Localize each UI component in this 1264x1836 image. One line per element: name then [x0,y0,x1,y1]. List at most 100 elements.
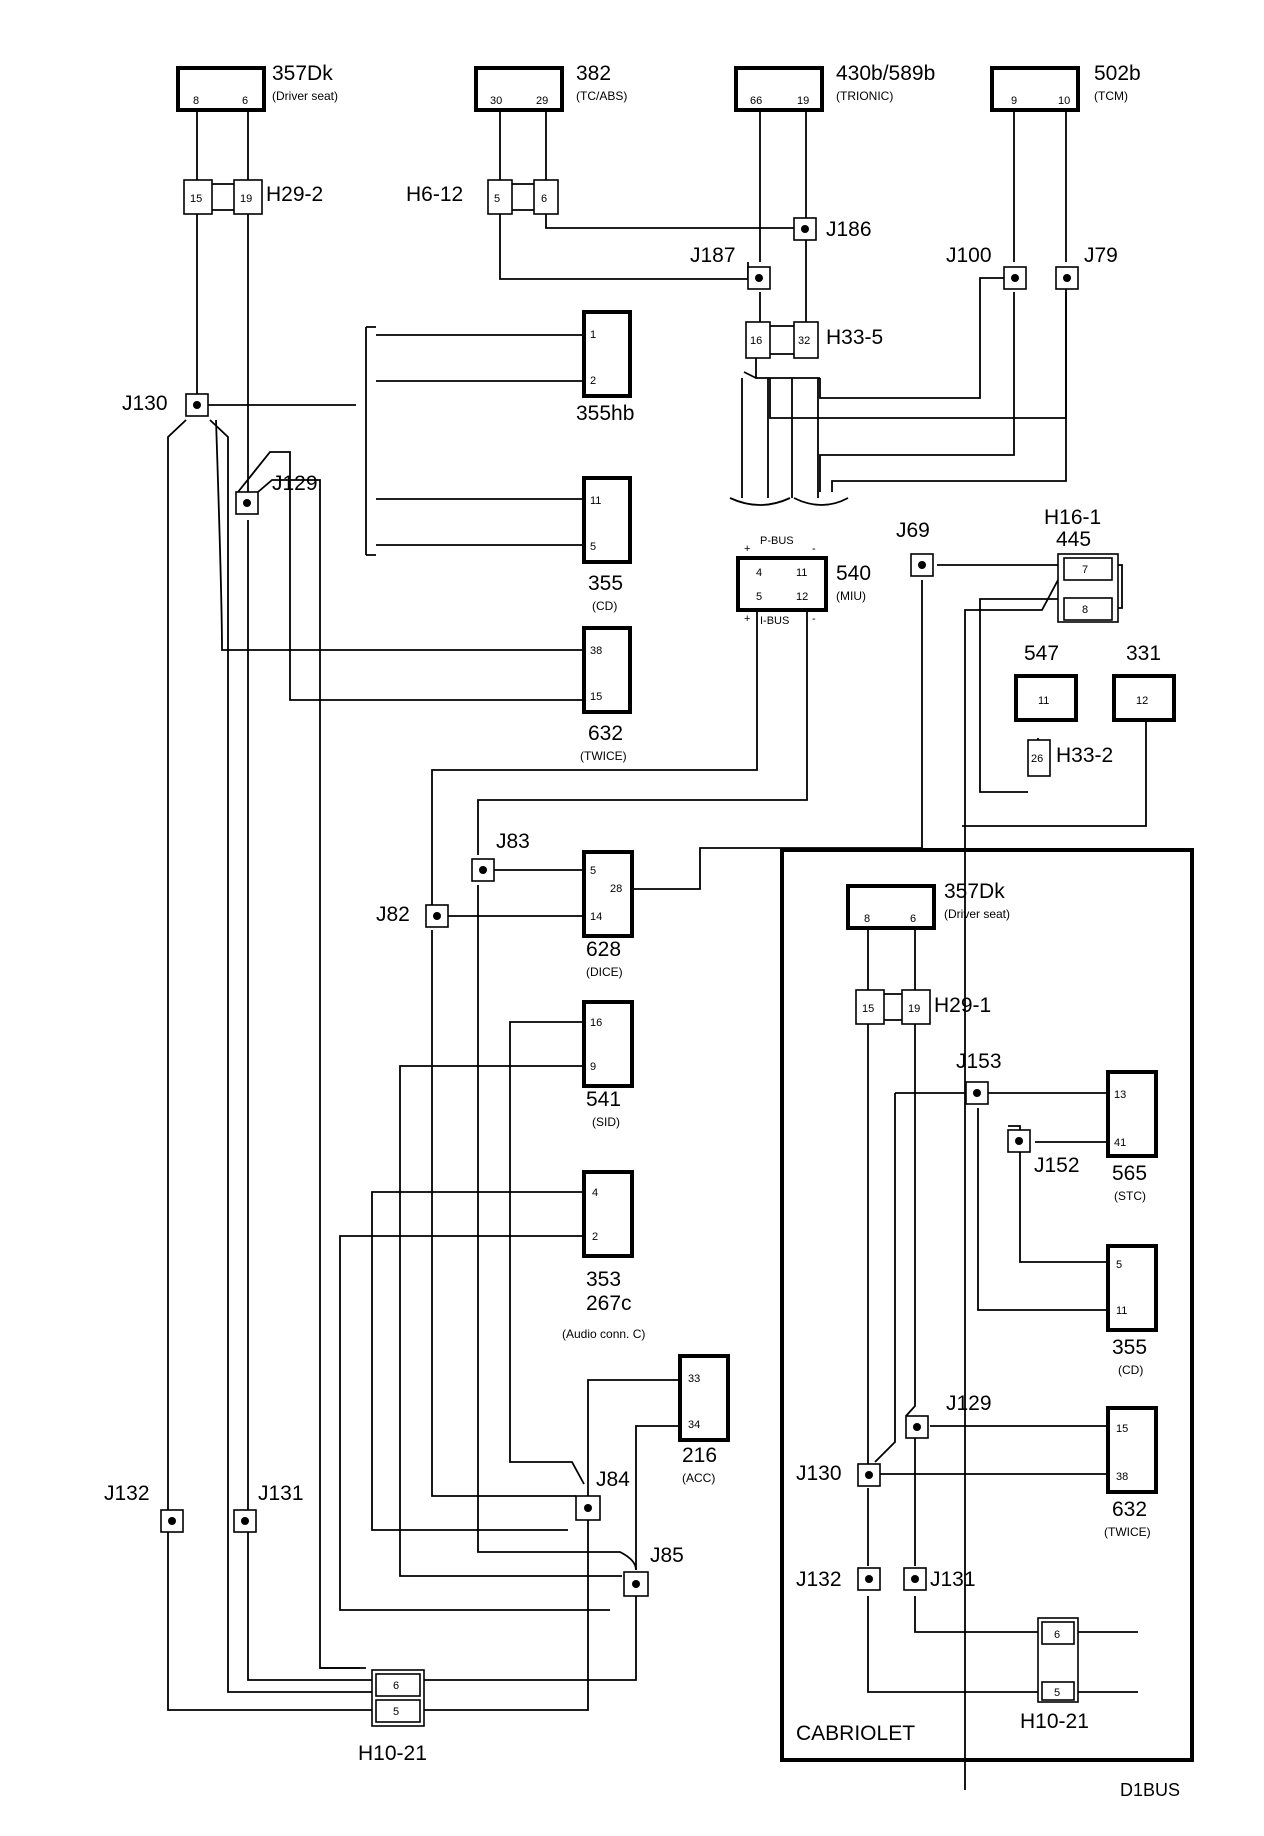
component-desc: (TWICE) [580,749,627,763]
pin-label: 29 [536,95,548,107]
junction-label: J187 [690,244,736,267]
connector-h29-1: 15 19 H29-1 [855,989,991,1025]
junction-label: J130 [122,392,168,415]
pin-label: 5 [590,865,596,877]
connector-h29-2: 15 19 H29-2 [183,179,323,215]
junction-j132: J132 [104,1482,184,1533]
junction-j82: J82 [376,903,449,928]
junction-j187: J187 [690,244,771,290]
pin-label: 12 [1136,695,1148,707]
component-540-miu: 4 11 5 12 P-BUS I-BUS + - + - 540 (MIU) [736,535,871,627]
pin-label: 16 [590,1017,602,1029]
component-355hb: 1 2 355hb [576,310,634,425]
pin-label: 11 [590,495,601,507]
bus-label: I-BUS [760,615,789,627]
pin-label: 5 [1116,1259,1122,1271]
pin-label: 5 [494,193,500,205]
junction-j153-cabriolet: J153 [956,1050,1002,1105]
connector-id: H6-12 [406,183,463,206]
component-331: 12 331 [1112,642,1176,722]
pin-label: 11 [1038,695,1049,707]
component-355-cd: 11 5 355 (CD) [582,476,632,613]
pin-label: 9 [1011,95,1017,107]
component-id: 382 [576,62,611,85]
component-id: 355 [1112,1336,1147,1359]
pin-label: 34 [688,1419,700,1431]
pin-label: 10 [1058,95,1070,107]
component-desc: (STC) [1114,1189,1146,1203]
component-430b: 66 19 430b/589b (TRIONIC) [734,62,935,112]
component-id: 430b/589b [836,62,935,85]
component-id: 357Dk [272,62,333,85]
component-desc: (DICE) [586,965,623,979]
junction-j100: J100 [946,244,1027,290]
connector-h33-5: 16 32 H33-5 [745,321,883,359]
component-desc: (Audio conn. C) [562,1327,645,1341]
pin-label: 2 [590,375,596,387]
junction-j130: J130 [122,392,209,417]
junction-label: J132 [796,1568,842,1591]
component-id: 331 [1126,642,1161,665]
component-id-alt: 267c [586,1292,632,1315]
component-id: 355hb [576,402,634,425]
component-desc: (MIU) [836,589,866,603]
pin-label: 5 [590,541,596,553]
component-547: 11 547 [1014,642,1078,722]
junction-j84: J84 [575,1468,630,1521]
component-id: 216 [682,1444,717,1467]
bus-sign: + [744,613,750,625]
component-id: 547 [1024,642,1059,665]
component-desc: (Driver seat) [272,89,338,103]
component-id: 445 [1056,528,1091,551]
component-desc: (CD) [592,599,617,613]
connector-h6-12: 5 6 H6-12 [406,179,559,215]
component-541: 16 9 541 (SID) [582,1000,634,1129]
component-id: 355 [588,572,623,595]
pin-label: 15 [862,1003,874,1015]
component-desc: (TRIONIC) [836,89,893,103]
pin-label: 8 [864,913,870,925]
component-id: 541 [586,1088,621,1111]
connector-id: H16-1 [1044,506,1101,529]
pin-label: 11 [1116,1305,1127,1317]
pin-label: 8 [193,95,199,107]
component-632-cabriolet: 15 38 632 (TWICE) [1104,1406,1158,1539]
pin-label: 5 [393,1706,399,1718]
junction-label: J82 [376,903,410,926]
pin-label: 12 [796,591,808,603]
pin-label: 19 [240,193,252,205]
junction-label: J129 [946,1392,992,1415]
pin-label: 26 [1031,753,1043,765]
junction-label: J83 [496,830,530,853]
connector-id: H29-2 [266,183,323,206]
pin-label: 6 [393,1680,399,1692]
junction-label: J85 [650,1544,684,1567]
junction-j79: J79 [1055,244,1118,290]
junction-j130-cabriolet: J130 [796,1462,881,1487]
junction-j83: J83 [471,830,530,882]
diagram-code: D1BUS [1120,1780,1180,1800]
junction-label: J100 [946,244,992,267]
junction-label: J79 [1084,244,1118,267]
component-216: 33 34 216 (ACC) [678,1354,730,1485]
pin-label: 6 [541,193,547,205]
junction-label: J152 [1034,1154,1080,1177]
pin-label: 15 [1116,1423,1128,1435]
component-id: 565 [1112,1162,1147,1185]
pin-label: 2 [592,1231,598,1243]
component-502b: 9 10 502b (TCM) [990,62,1141,112]
component-id: 540 [836,562,871,585]
pin-label: 15 [590,691,602,703]
component-id: 632 [1112,1498,1147,1521]
connector-id: H33-5 [826,326,883,349]
pin-label: 32 [798,335,810,347]
component-565: 13 41 565 (STC) [1106,1070,1158,1203]
component-353: 4 2 353 267c (Audio conn. C) [562,1170,645,1341]
junction-label: J186 [826,218,872,241]
pin-label: 5 [756,591,762,603]
component-id: 357Dk [944,880,1005,903]
component-445: 7 8 H16-1 445 [1044,506,1119,623]
component-desc: (TWICE) [1104,1525,1151,1539]
